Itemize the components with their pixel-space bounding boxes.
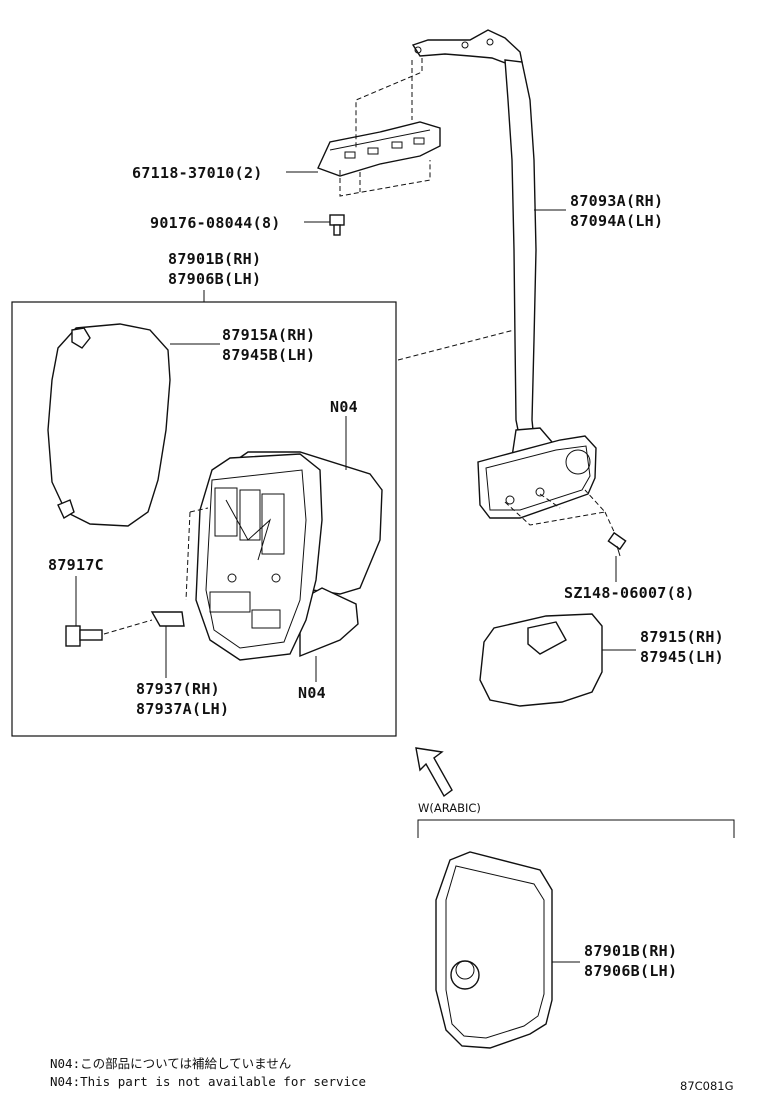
callout-mirror-glass-lh: 87945B(LH) — [222, 346, 315, 364]
callout-clip-lh: 87937A(LH) — [136, 700, 229, 718]
callout-arabic-mirror-rh: 87901B(RH) — [584, 942, 677, 960]
callout-bolt: 87917C — [48, 556, 104, 574]
callout-screw: 90176-08044(8) — [150, 214, 281, 232]
callout-stay-rh: 87093A(RH) — [570, 192, 663, 210]
mirror-cover — [479, 613, 603, 707]
callout-sz-screw: SZ148-06007(8) — [564, 584, 695, 602]
callout-n04-top: N04 — [330, 398, 358, 416]
callout-mirror-assy-lh: 87906B(LH) — [168, 270, 261, 288]
callout-bracket-plate: 67118-37010(2) — [132, 164, 263, 182]
callout-arabic-mirror-lh: 87906B(LH) — [584, 962, 677, 980]
mirror-glass — [47, 323, 171, 527]
callout-cover-rh: 87915(RH) — [640, 628, 724, 646]
mirror-housing — [195, 451, 383, 661]
bracket-plate — [317, 121, 441, 177]
callout-stay-lh: 87094A(LH) — [570, 212, 663, 230]
sz-screw — [607, 531, 627, 557]
note-japanese: N04:この部品については補給していません — [50, 1056, 291, 1071]
view-direction-arrow — [415, 747, 453, 798]
callout-cover-lh: 87945(LH) — [640, 648, 724, 666]
mounting-bolt — [65, 625, 103, 647]
screw-90176 — [329, 214, 345, 236]
arabic-mirror — [435, 851, 553, 1049]
callout-n04-bottom: N04 — [298, 684, 326, 702]
callout-clip-rh: 87937(RH) — [136, 680, 220, 698]
mirror-stay-arm — [411, 29, 597, 519]
arabic-variant-label: W(ARABIC) — [418, 801, 481, 815]
note-english: N04:This part is not available for servi… — [50, 1074, 366, 1089]
clip — [150, 611, 185, 627]
callout-mirror-assy-rh: 87901B(RH) — [168, 250, 261, 268]
callout-mirror-glass-rh: 87915A(RH) — [222, 326, 315, 344]
figure-id: 87C081G — [680, 1079, 734, 1093]
